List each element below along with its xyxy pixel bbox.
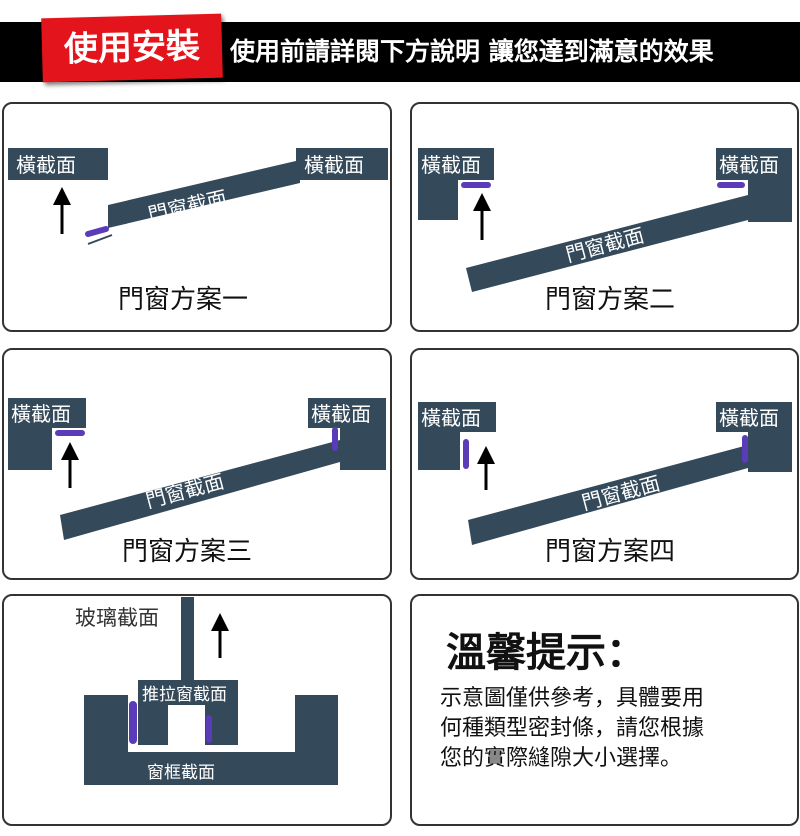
band-label: 門窗截面 [579,471,662,515]
left-section-block [8,148,108,180]
panel-plan-1 [2,102,392,332]
left-label: 橫截面 [11,402,71,426]
tips-line: 您的實際縫隙大小選擇。 [440,746,683,771]
glass-section [181,597,194,682]
door-window-band [466,195,748,292]
plan-caption: 門窗方案四 [545,537,675,567]
tips-line: 何種類型密封條，請您根據 [440,716,705,741]
left-label: 橫截面 [421,153,481,177]
door-window-band [60,440,340,540]
sash-section [138,680,238,745]
seal-strip [85,226,109,237]
plan-caption: 門窗方案一 [118,285,248,315]
glass-label: 玻璃截面 [75,606,159,630]
plan-3-diagram [8,398,386,540]
plan-2-diagram [418,148,792,292]
sash-label: 推拉窗截面 [142,685,227,705]
frame-section [84,695,338,785]
tips-line: 示意圖僅供參考，具體要用 [440,686,705,711]
plan-4-diagram [418,402,792,545]
door-window-band [468,445,748,545]
right-label: 橫截面 [719,406,779,430]
frame-label: 窗框截面 [147,763,215,783]
plan-caption: 門窗方案三 [122,537,252,567]
tips-title: 溫馨提示： [446,630,646,676]
header-subtitle: 使用前請詳閱下方說明 讓您達到滿意的效果 [230,37,714,66]
plan-caption: 門窗方案二 [545,285,675,315]
door-window-band [108,160,300,228]
band-label: 門窗截面 [143,469,226,513]
right-label: 橫截面 [311,402,371,426]
right-section-block [296,148,388,180]
sliding-window-diagram [84,597,338,785]
band-label: 門窗截面 [563,223,646,267]
panel-tips [410,594,799,826]
right-label: 橫截面 [719,153,779,177]
plan-1-diagram [8,148,388,245]
left-label: 橫截面 [16,153,76,177]
left-label: 橫截面 [421,406,481,430]
right-label: 橫截面 [304,153,364,177]
